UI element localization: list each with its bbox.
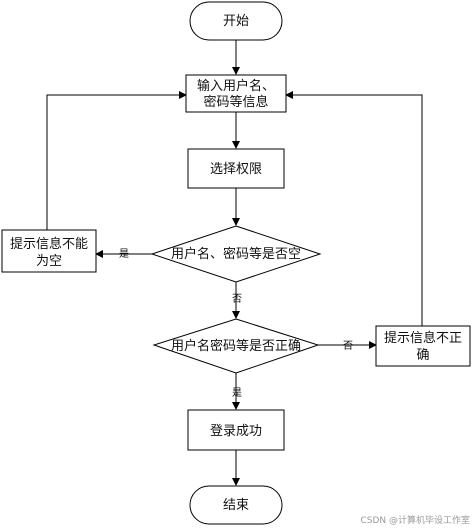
node-input-label-line1: 输入用户名、 [197, 78, 275, 94]
node-prompt-empty-line2: 为空 [36, 254, 62, 269]
node-end: 结束 [189, 485, 283, 525]
node-end-label: 结束 [223, 498, 249, 513]
decision-check-empty-label: 用户名、密码等是否空 [171, 246, 301, 262]
node-prompt-empty-line1: 提示信息不能 [10, 236, 88, 252]
node-input-credentials: 输入用户名、 密码等信息 [185, 74, 287, 113]
edge-label-no-empty: 否 [232, 293, 242, 305]
edge-label-no-correct: 否 [343, 340, 353, 352]
decision-check-correct: 用户名密码等是否正确 [152, 318, 320, 374]
decision-check-correct-label: 用户名密码等是否正确 [171, 338, 301, 354]
node-prompt-incorrect-line1: 提示信息不正 [384, 330, 462, 346]
node-prompt-empty: 提示信息不能 为空 [1, 229, 97, 273]
node-select-permission: 选择权限 [187, 148, 285, 189]
node-login-success-label: 登录成功 [210, 424, 262, 439]
node-login-success: 登录成功 [187, 409, 285, 451]
node-start-label: 开始 [223, 14, 249, 29]
node-prompt-incorrect-line2: 确 [416, 348, 429, 363]
edge-label-yes-correct: 是 [232, 387, 242, 399]
edge-label-yes-empty: 是 [119, 248, 129, 260]
node-input-label-line2: 密码等信息 [203, 94, 268, 110]
node-start: 开始 [189, 1, 283, 41]
node-prompt-incorrect: 提示信息不正 确 [375, 325, 471, 367]
edge-prompt-empty-back-to-input [46, 91, 187, 230]
decision-check-empty: 用户名、密码等是否空 [150, 225, 322, 283]
node-select-permission-label: 选择权限 [210, 161, 262, 177]
watermark-text: CSDN @计算机毕设工作室 [360, 514, 470, 526]
edge-prompt-incorrect-back-to-input [285, 91, 423, 326]
